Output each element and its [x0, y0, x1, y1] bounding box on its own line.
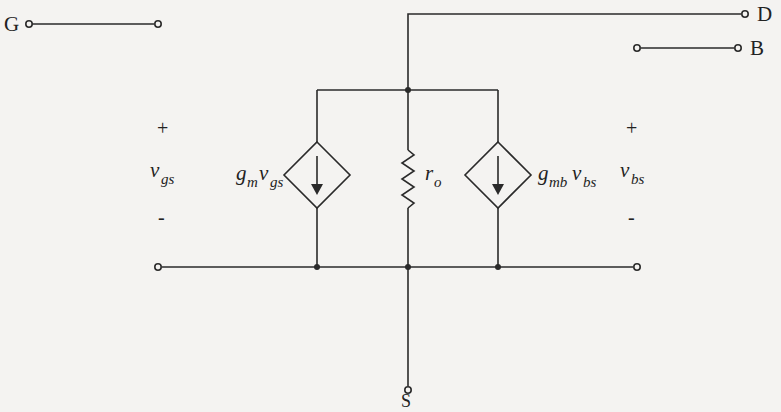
source-wire — [497, 208, 499, 267]
polarity-sign: - — [628, 207, 635, 227]
gate-port — [155, 21, 161, 27]
voltage-symbol: v — [572, 163, 581, 184]
arrow-head — [311, 184, 323, 195]
junction-dot — [314, 264, 320, 270]
body-port — [634, 45, 640, 51]
transconductance-symbol: g — [236, 163, 247, 184]
terminal-name: B — [750, 38, 764, 59]
gate-return-port — [155, 264, 161, 270]
source-wire — [316, 90, 318, 142]
resistance-symbol: r — [425, 163, 433, 184]
polarity-sign: - — [158, 207, 165, 227]
voltage-subscript: bs — [583, 175, 596, 190]
source-wire — [316, 208, 318, 267]
gate-terminal — [26, 21, 32, 27]
arrow-head — [492, 184, 504, 195]
terminal-name: G — [4, 14, 19, 35]
voltage-subscript: bs — [631, 172, 644, 187]
source-wire — [497, 90, 499, 142]
resistor-wire — [407, 90, 409, 150]
transconductance-subscript: m — [247, 175, 258, 190]
voltage-symbol: v — [150, 160, 159, 181]
body-wire — [641, 47, 734, 49]
transconductance-symbol: g — [538, 163, 549, 184]
junction-dot — [405, 87, 411, 93]
bottom-rail — [162, 266, 633, 268]
voltage-subscript: gs — [161, 172, 174, 187]
terminal-name: S — [401, 392, 411, 410]
drain-terminal — [742, 11, 748, 17]
resistance-subscript: o — [434, 175, 442, 190]
drain-wire — [408, 14, 741, 90]
junction-dot — [405, 264, 411, 270]
polarity-sign: + — [157, 118, 168, 138]
voltage-symbol: v — [620, 160, 629, 181]
body-return-port — [634, 264, 640, 270]
junction-dot — [495, 264, 501, 270]
source-terminal-wire — [407, 267, 409, 386]
polarity-sign: + — [626, 118, 637, 138]
voltage-symbol: v — [259, 163, 268, 184]
gate-wire — [32, 23, 154, 25]
terminal-name: D — [757, 4, 772, 25]
resistor-wire — [407, 208, 409, 267]
voltage-subscript: gs — [270, 175, 283, 190]
resistor-symbol — [402, 150, 414, 208]
dependent-source-diamond — [284, 142, 350, 208]
transconductance-subscript: mb — [549, 175, 567, 190]
body-terminal — [735, 45, 741, 51]
dependent-source-diamond — [465, 142, 531, 208]
